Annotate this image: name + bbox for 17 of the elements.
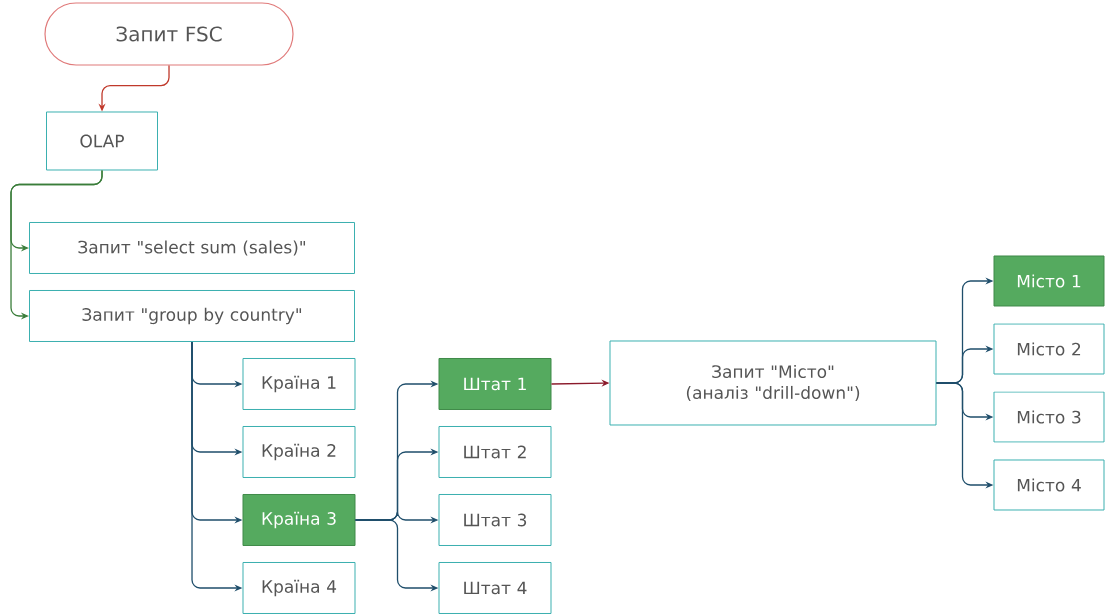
process-box: Штат 1 [438,358,552,410]
process-box: Штат 4 [438,562,552,614]
process-box: Країна 4 [242,562,356,614]
process-box: Запит FSC [44,2,294,66]
process-box: Країна 2 [242,426,356,478]
process-box: Запит "Місто" (аналіз "drill-down") [609,340,937,426]
process-box: Запит "group by country" [29,290,355,342]
process-box: Країна 1 [242,358,356,410]
process-box: Штат 2 [438,426,552,478]
process-box: Місто 1 [993,255,1105,307]
process-box: Запит "select sum (sales)" [29,222,355,274]
process-box: Країна 3 [242,494,356,546]
process-box: Місто 3 [993,391,1105,443]
process-box: Місто 2 [993,323,1105,375]
process-box: Місто 4 [993,459,1105,511]
process-box: OLAP [46,111,158,171]
process-box: Штат 3 [438,494,552,546]
